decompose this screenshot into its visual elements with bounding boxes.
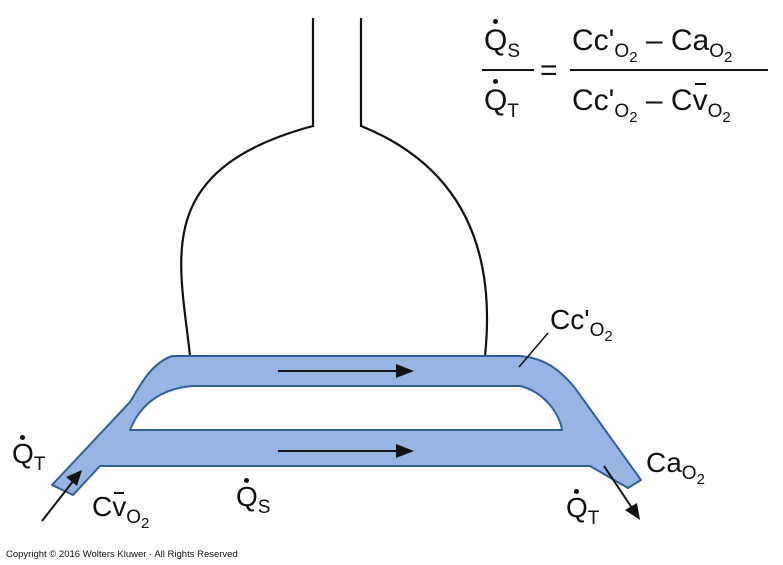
equation-rhs-fraction-bar bbox=[570, 69, 768, 71]
equation-lhs-numerator: QS bbox=[484, 19, 521, 62]
total-flow-in-label: QT bbox=[12, 435, 46, 475]
equation-lhs-denominator: QT bbox=[484, 79, 519, 122]
copyright-notice: Copyright © 2016 Wolters Kluwer · All Ri… bbox=[6, 549, 238, 560]
total-flow-out-label: QT bbox=[566, 489, 600, 529]
equation-rhs-numerator: Cc'O2 – CaO2 bbox=[572, 24, 733, 66]
outflow-arrow bbox=[603, 465, 640, 520]
capillary-vessel bbox=[51, 355, 642, 496]
airway-alveolus-outline bbox=[180, 18, 489, 357]
shunt-flow-label: QS bbox=[236, 478, 271, 518]
upper-flow-arrow bbox=[278, 364, 414, 378]
equation-equals: = bbox=[540, 54, 558, 87]
end-capillary-leader bbox=[518, 332, 549, 368]
equation-lhs-fraction-bar bbox=[482, 69, 534, 71]
equation-rhs-denominator: Cc'O2 – CvO2 bbox=[572, 83, 731, 126]
end-capillary-label: Cc'O2 bbox=[550, 304, 613, 345]
shunt-equation: QS QT = Cc'O2 – CaO2 Cc'O2 – CvO2 bbox=[476, 18, 768, 130]
lower-flow-arrow bbox=[278, 444, 414, 458]
mixed-venous-label: CvO2 bbox=[92, 491, 150, 532]
inflow-arrow bbox=[41, 470, 82, 522]
arterial-label: CaO2 bbox=[646, 447, 705, 488]
